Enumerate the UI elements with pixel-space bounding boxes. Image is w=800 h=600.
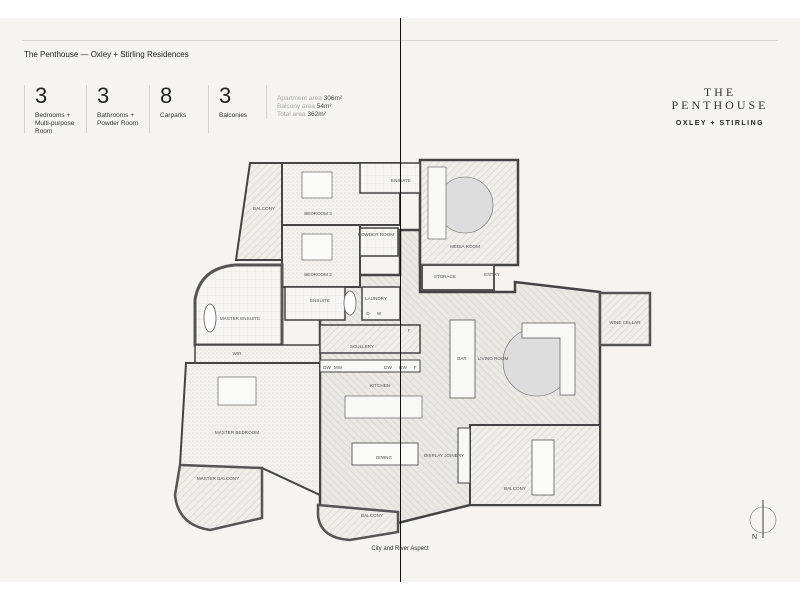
dining-table xyxy=(351,442,419,466)
room-label: BEDROOM 3 xyxy=(304,211,332,216)
bathtub xyxy=(343,290,357,316)
brand-logo: THE PENTHOUSE OXLEY + STIRLING xyxy=(660,85,780,128)
room-label: SCULLERY xyxy=(350,344,374,349)
total-area-label: Total area xyxy=(277,111,306,118)
balcony-south xyxy=(316,503,400,542)
room-label: BALCONY xyxy=(504,486,526,491)
appliance-label: DW xyxy=(384,365,392,370)
stat-value: 8 xyxy=(160,83,173,108)
total-area-value: 362m² xyxy=(307,111,326,118)
master-bathtub xyxy=(203,303,217,333)
storage xyxy=(421,264,495,291)
scullery xyxy=(319,324,421,354)
brand-line1: THE xyxy=(703,85,737,99)
kitchen-island xyxy=(344,395,423,419)
stat-value: 3 xyxy=(219,83,232,108)
living-sofa xyxy=(521,322,576,396)
room-label: MASTER BEDROOM xyxy=(215,430,259,435)
stat-label: Carparks xyxy=(160,112,187,119)
room-label: BAR xyxy=(457,356,467,361)
room-label: BEDROOM 2 xyxy=(304,272,332,277)
master-bedroom xyxy=(178,362,321,497)
brand-line2: PENTHOUSE xyxy=(671,98,769,112)
stat-label: Bedrooms + Multi-purpose Room xyxy=(35,112,75,135)
ensuite-top xyxy=(359,162,421,194)
north-label: N xyxy=(752,534,758,541)
stat-value: 3 xyxy=(97,83,110,108)
appliance-label: F xyxy=(408,328,411,333)
bed xyxy=(301,233,333,261)
room-label: MASTER ENSUITE xyxy=(220,316,260,321)
appliance-label: W xyxy=(377,311,382,316)
balcony-area-label: Balcony area xyxy=(277,103,315,110)
area-summary: Apartment area 306m² Balcony area 54m² T… xyxy=(266,85,342,119)
bar xyxy=(449,319,476,399)
room-label: BALCONY xyxy=(361,513,383,518)
room-label: ENSUITE xyxy=(391,178,411,183)
display-joinery xyxy=(457,427,471,484)
room-label: MASTER BALCONY xyxy=(197,476,239,481)
room-label: POWDER ROOM xyxy=(358,232,394,237)
room-label: ENSUITE xyxy=(310,298,330,303)
bed xyxy=(301,171,333,199)
balcony-table xyxy=(531,439,555,496)
appliance-label: F xyxy=(414,365,417,370)
appliance-label: D xyxy=(366,311,370,316)
wine-cellar xyxy=(598,291,652,347)
stat-bedrooms: 3 Bedrooms + Multi-purpose Room xyxy=(24,83,85,135)
room-label: KITCHEN xyxy=(370,383,390,388)
room-label: WINE CELLAR xyxy=(609,320,641,325)
apartment-area-label: Apartment area xyxy=(277,95,322,102)
stat-carparks: 8 Carparks xyxy=(149,85,208,133)
stat-balconies: 3 Balconies xyxy=(208,85,267,133)
page-title: The Penthouse — Oxley + Stirling Residen… xyxy=(24,50,189,59)
bed xyxy=(217,376,257,406)
aspect-label: City and River Aspect xyxy=(371,546,429,552)
stat-value: 3 xyxy=(35,83,48,108)
room-label: STORAGE xyxy=(434,274,456,279)
master-balcony xyxy=(173,463,264,532)
room-label: DINING xyxy=(376,455,393,460)
room-label: ENTRY xyxy=(484,272,500,277)
balcony-nw xyxy=(234,162,283,261)
wir xyxy=(194,344,321,364)
room-label: WIR xyxy=(233,351,243,356)
room-label: BALCONY xyxy=(253,206,275,211)
media-sofa xyxy=(427,166,447,240)
room-label: MEDIA ROOM xyxy=(450,244,480,249)
room-label: LAUNDRY xyxy=(365,296,387,301)
room-label: LIVING ROOM xyxy=(478,356,509,361)
room-label: DISPLAY JOINERY xyxy=(424,453,464,458)
kitchen-bench xyxy=(319,359,421,373)
center-guide-line xyxy=(400,18,401,582)
powder-room xyxy=(359,227,399,257)
stat-bathrooms: 3 Bathrooms + Powder Room xyxy=(86,85,149,133)
stat-label: Bathrooms + Powder Room xyxy=(97,112,139,127)
brand-line3: OXLEY + STIRLING xyxy=(675,120,765,127)
appliance-label: MW xyxy=(334,365,343,370)
balcony-area-value: 54m² xyxy=(316,103,332,110)
apartment-area-value: 306m² xyxy=(323,95,343,102)
appliance-label: DW xyxy=(323,365,331,370)
master-ensuite xyxy=(193,263,284,347)
stat-label: Balconies xyxy=(219,112,248,119)
appliance-label: DW xyxy=(399,365,407,370)
ensuite-mid xyxy=(284,286,346,321)
laundry xyxy=(361,286,401,321)
